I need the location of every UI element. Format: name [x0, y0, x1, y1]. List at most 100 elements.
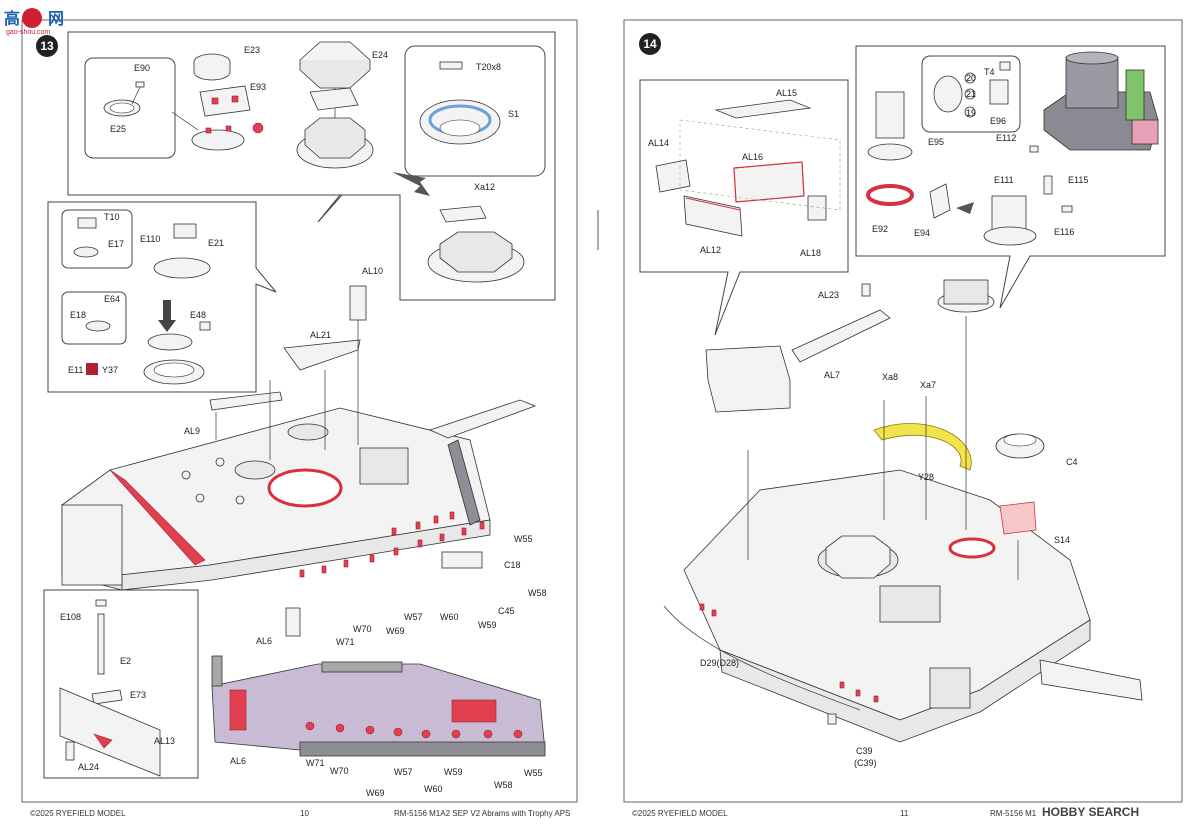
label-side-w58: W58	[494, 780, 513, 790]
red-ring-base	[948, 537, 996, 559]
label-w59: W59	[478, 620, 497, 630]
label-dot-21: 21	[966, 89, 976, 99]
step-13-number: 13	[40, 39, 54, 53]
part-e95-base	[867, 143, 913, 161]
part-e92-red-ring	[866, 184, 914, 206]
label-e24: E24	[372, 50, 388, 60]
part-y28-yellow-rail	[873, 423, 972, 471]
decal-marker	[252, 122, 264, 134]
label-side-w70: W70	[330, 766, 349, 776]
label-side-w57: W57	[394, 767, 413, 777]
part-e18	[85, 320, 111, 332]
label-al21: AL21	[310, 330, 331, 340]
arrow-down	[163, 300, 171, 322]
footer-left-copyright: ©2025 RYEFIELD MODEL	[30, 809, 126, 818]
dot-20	[964, 72, 976, 84]
dot-19	[964, 106, 976, 118]
step-14-number: 14	[643, 37, 657, 51]
w-part-bolts-14	[699, 603, 879, 703]
trophy-aps-render	[1043, 51, 1159, 151]
label-c4: C4	[1066, 457, 1078, 467]
label-w58: W58	[528, 588, 547, 598]
label-side-al6: AL6	[230, 756, 246, 766]
logo-url: gao-shou.com	[6, 29, 51, 36]
part-e17	[73, 246, 99, 258]
part-t10	[77, 217, 97, 229]
label-w55: W55	[514, 534, 533, 544]
part-sensor-head	[933, 75, 963, 113]
part-c18	[441, 551, 483, 569]
label-w69: W69	[386, 626, 405, 636]
step13-subinset-e64	[61, 291, 127, 345]
direction-arrow	[392, 172, 430, 196]
part-e116	[1061, 205, 1073, 213]
step-13-badge	[36, 35, 58, 57]
label-e11: E11	[68, 365, 83, 375]
side-view-red-panel	[451, 699, 497, 723]
label-side-w59: W59	[444, 767, 463, 777]
right-page-frame	[623, 19, 1183, 803]
label-t10: T10	[104, 212, 120, 222]
label-side-w55: W55	[524, 768, 543, 778]
label-al7: AL7	[824, 370, 840, 380]
label-al13: AL13	[154, 736, 175, 746]
label-t20x8: T20x8	[476, 62, 501, 72]
turret-bustle-plate	[61, 504, 123, 586]
label-e112: E112	[996, 133, 1016, 143]
label-s1: S1	[508, 109, 519, 119]
label-e25: E25	[110, 124, 126, 134]
gun-barrel-14	[1039, 659, 1143, 701]
footer-right-copyright: ©2025 RYEFIELD MODEL	[632, 809, 728, 818]
label-al6: AL6	[256, 636, 272, 646]
step-14: 14	[639, 33, 1166, 768]
label-w60: W60	[440, 612, 459, 622]
part-al6	[285, 607, 301, 637]
turret-main-13	[61, 399, 537, 591]
label-w71: W71	[336, 637, 355, 647]
logo-char-1: 高	[4, 9, 20, 28]
footer-left: ©2025 RYEFIELD MODEL 10 RM-5156 M1A2 SEP…	[30, 809, 570, 818]
label-al14: AL14	[648, 138, 669, 148]
turret-red-strip	[109, 469, 206, 566]
label-t4: T4	[984, 67, 995, 77]
footer-right: ©2025 RYEFIELD MODEL 11 RM-5156 M1A HOBB…	[632, 804, 1192, 820]
part-hatch-ring	[153, 257, 211, 279]
label-al23: AL23	[818, 290, 839, 300]
part-hatch-assembly	[147, 333, 193, 351]
label-e115: E115	[1068, 175, 1088, 185]
label-xa7: Xa7	[920, 380, 936, 390]
part-al18	[807, 195, 827, 221]
sensor-box-14	[879, 585, 941, 623]
hobby-search-watermark: HOBBY SEARCH	[1042, 805, 1139, 819]
turret-main-14	[663, 469, 1143, 743]
label-e21: E21	[208, 238, 224, 248]
label-c39-alt: (C39)	[854, 758, 877, 768]
part-e108	[95, 599, 107, 607]
label-y37: Y37	[102, 365, 118, 375]
dot-21	[964, 88, 976, 100]
part-e94	[929, 183, 951, 219]
step-14-badge	[639, 33, 661, 55]
part-e2-mast	[97, 613, 105, 675]
label-e111: E111	[994, 175, 1014, 185]
label-e108: E108	[60, 612, 81, 622]
label-al18: AL18	[800, 248, 821, 258]
part-al14	[655, 159, 691, 193]
part-al9	[209, 391, 283, 411]
label-xa12: Xa12	[474, 182, 495, 192]
part-e115	[1043, 175, 1053, 195]
label-side-w60: W60	[424, 784, 443, 794]
label-y28: Y28	[918, 472, 934, 482]
label-e96: E96	[990, 116, 1006, 126]
label-dot-20: 20	[966, 73, 976, 83]
warning-icon	[86, 363, 98, 375]
part-d29-cable	[663, 605, 861, 711]
label-e17: E17	[108, 239, 124, 249]
w-part-bolts	[299, 511, 485, 578]
part-e112	[1029, 145, 1039, 153]
label-al9: AL9	[184, 426, 200, 436]
label-al10: AL10	[362, 266, 383, 276]
step-13: 13	[36, 31, 556, 798]
footer-left-title: RM-5156 M1A2 SEP V2 Abrams with Trophy A…	[394, 809, 570, 818]
